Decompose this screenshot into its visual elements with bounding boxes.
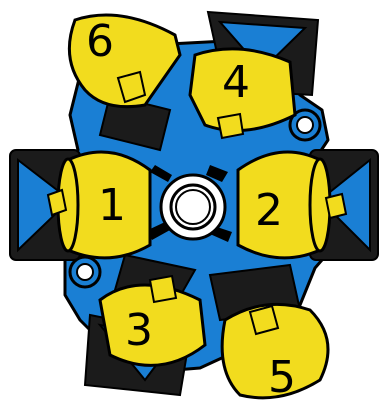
actuator-5: 5	[222, 304, 328, 403]
actuator-label-3: 3	[125, 305, 153, 356]
center-hub	[161, 175, 225, 239]
mount-hole-left	[77, 264, 93, 280]
actuator-label-4: 4	[222, 57, 250, 108]
actuator-label-2: 2	[255, 185, 283, 236]
mount-hole-right	[297, 117, 313, 133]
actuator-label-6: 6	[86, 16, 114, 67]
actuator-label-1: 1	[98, 180, 126, 231]
actuator-1: 1	[48, 152, 150, 258]
actuator-label-5: 5	[268, 352, 296, 403]
